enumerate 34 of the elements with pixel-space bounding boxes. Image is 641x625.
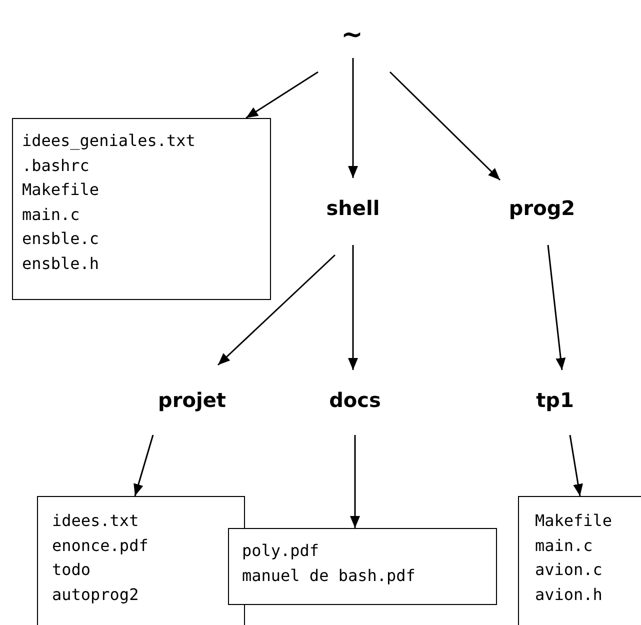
arrow: [348, 245, 358, 370]
folder-label: projet: [142, 382, 242, 418]
file-list-box: [12, 118, 271, 300]
file-list-box: [518, 496, 641, 625]
file-name: todo: [52, 559, 92, 581]
arrow: [217, 254, 336, 366]
folder-label: prog2: [497, 190, 587, 226]
arrow: [389, 71, 501, 181]
file-name: enonce.pdf: [52, 534, 150, 556]
folder-label: tp1: [530, 382, 580, 418]
file-list-box: [228, 528, 497, 605]
file-name: Makefile: [22, 179, 100, 201]
file-name: manuel de bash.pdf: [242, 564, 416, 586]
folder-label: docs: [320, 382, 390, 418]
arrow: [348, 58, 358, 178]
file-name: autoprog2: [52, 584, 140, 606]
file-name: ensble.h: [22, 252, 100, 274]
file-name: .bashrc: [22, 154, 90, 176]
file-name: avion.c: [535, 559, 604, 581]
file-name: poly.pdf: [242, 540, 320, 562]
file-name: avion.h: [535, 584, 604, 606]
file-name: main.c: [535, 534, 594, 556]
file-name: Makefile: [535, 510, 614, 532]
arrow: [569, 434, 583, 496]
arrow: [547, 244, 566, 370]
folder-label: shell: [313, 190, 393, 226]
arrow: [350, 435, 360, 528]
arrow: [134, 434, 154, 496]
file-name: idees.txt: [52, 510, 140, 532]
file-name: idees_geniales.txt: [22, 130, 196, 152]
arrow: [246, 71, 318, 119]
file-name: main.c: [22, 204, 81, 226]
folder-label: ~: [332, 15, 372, 55]
file-name: ensble.c: [22, 228, 100, 250]
